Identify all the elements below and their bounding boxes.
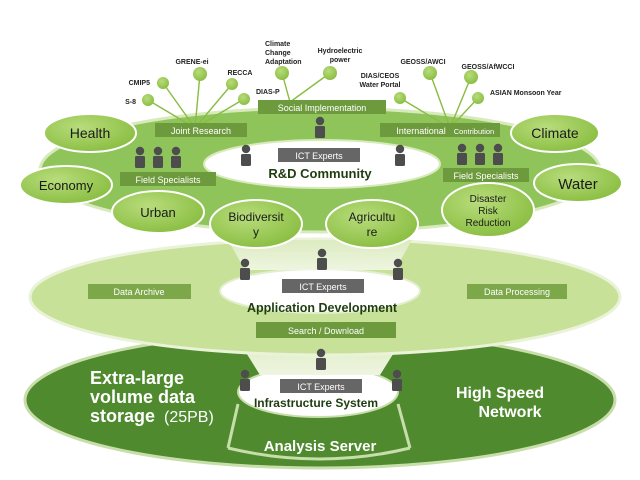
data-processing-box: Data Processing	[467, 284, 567, 299]
project-cmip5: CMIP5	[129, 80, 151, 87]
project-geoss-afwcci: GEOSS/AfWCCI	[462, 64, 515, 71]
analysis-server-label: Analysis Server	[264, 438, 377, 455]
field-specialists-left-box: Field Specialists	[120, 172, 216, 186]
field-agriculture-label-1: Agricultu	[349, 210, 396, 224]
field-biodiversity-label-1: Biodiversit	[228, 210, 284, 224]
field-specialists-right-label: Field Specialists	[453, 171, 519, 181]
project-hydro-2: power	[330, 57, 351, 64]
infrastructure-system-title: Infrastructure System	[254, 396, 378, 410]
field-specialists-right-box: Field Specialists	[443, 168, 529, 182]
social-implementation-box: Social Implementation	[258, 100, 386, 114]
contribution-label: Contribution	[454, 127, 494, 136]
field-urban-label: Urban	[140, 205, 175, 220]
joint-research-box: Joint Research	[155, 123, 247, 137]
project-asian-monsoon: ASIAN Monsoon Year	[490, 90, 562, 97]
field-disaster-label-2: Risk	[478, 206, 498, 217]
field-biodiversity	[209, 199, 303, 249]
field-climate-label: Climate	[531, 125, 579, 141]
infra-ict-experts-label: ICT Experts	[297, 382, 345, 392]
social-implementation-label: Social Implementation	[278, 103, 367, 113]
field-bubbles: Health Climate Economy Water Urban Biodi…	[19, 113, 623, 249]
field-disaster-risk-reduction	[441, 182, 535, 238]
app-ict-experts-label: ICT Experts	[299, 282, 347, 292]
field-disaster-label-3: Reduction	[465, 218, 510, 229]
joint-research-label: Joint Research	[171, 126, 231, 136]
project-climate-change-3: Adaptation	[265, 59, 302, 66]
rd-ict-experts-label: ICT Experts	[295, 151, 343, 161]
field-water-label: Water	[558, 176, 597, 193]
project-dias-ceos-2: Water Portal	[360, 82, 401, 89]
search-download-box: Search / Download	[256, 322, 396, 338]
field-disaster-label-1: Disaster	[470, 194, 507, 205]
project-grene: GRENE-ei	[175, 59, 208, 66]
field-economy	[19, 165, 113, 205]
app-ict-experts-box: ICT Experts	[282, 279, 364, 293]
network-line-1: High Speed	[456, 385, 544, 402]
project-dias-ceos-1: DIAS/CEOS	[361, 73, 400, 80]
search-download-label: Search / Download	[288, 326, 364, 336]
field-urban	[111, 190, 205, 234]
project-nodes	[142, 66, 484, 106]
project-recca: RECCA	[228, 70, 253, 77]
data-archive-box: Data Archive	[88, 284, 191, 299]
rd-ict-ring	[203, 139, 441, 189]
field-agriculture	[325, 199, 419, 249]
rd-community-title: R&D Community	[268, 166, 372, 181]
storage-line-1: Extra-large	[90, 368, 184, 388]
data-archive-label: Data Archive	[113, 287, 164, 297]
storage-line-2: volume data	[90, 387, 196, 407]
international-label: International	[396, 126, 446, 136]
international-contribution-box: International Contribution	[380, 123, 500, 137]
field-health	[43, 113, 137, 153]
field-agriculture-label-2: re	[367, 225, 378, 239]
field-water	[533, 163, 623, 203]
infra-ict-experts-box: ICT Experts	[280, 379, 362, 393]
project-hydro-1: Hydroelectric	[318, 48, 363, 55]
field-specialists-left-label: Field Specialists	[135, 175, 201, 185]
network-line-2: Network	[478, 404, 541, 421]
field-biodiversity-label-2: y	[253, 225, 259, 239]
project-s8: S-8	[125, 99, 136, 106]
storage-size: (25PB)	[164, 409, 214, 426]
application-development-title: Application Development	[247, 301, 398, 315]
field-economy-label: Economy	[39, 178, 94, 193]
project-climate-change-2: Change	[265, 50, 291, 57]
field-health-label: Health	[70, 125, 110, 141]
project-diasp: DIAS-P	[256, 89, 280, 96]
storage-line-3: storage	[90, 406, 155, 426]
rd-ict-experts-box: ICT Experts	[278, 148, 360, 162]
analysis-server-arc	[227, 446, 411, 461]
data-processing-label: Data Processing	[484, 287, 550, 297]
project-climate-change-1: Climate	[265, 41, 290, 48]
analysis-server-divider	[226, 403, 412, 449]
field-climate	[510, 113, 600, 153]
project-geoss-awci: GEOSS/AWCI	[400, 59, 445, 66]
